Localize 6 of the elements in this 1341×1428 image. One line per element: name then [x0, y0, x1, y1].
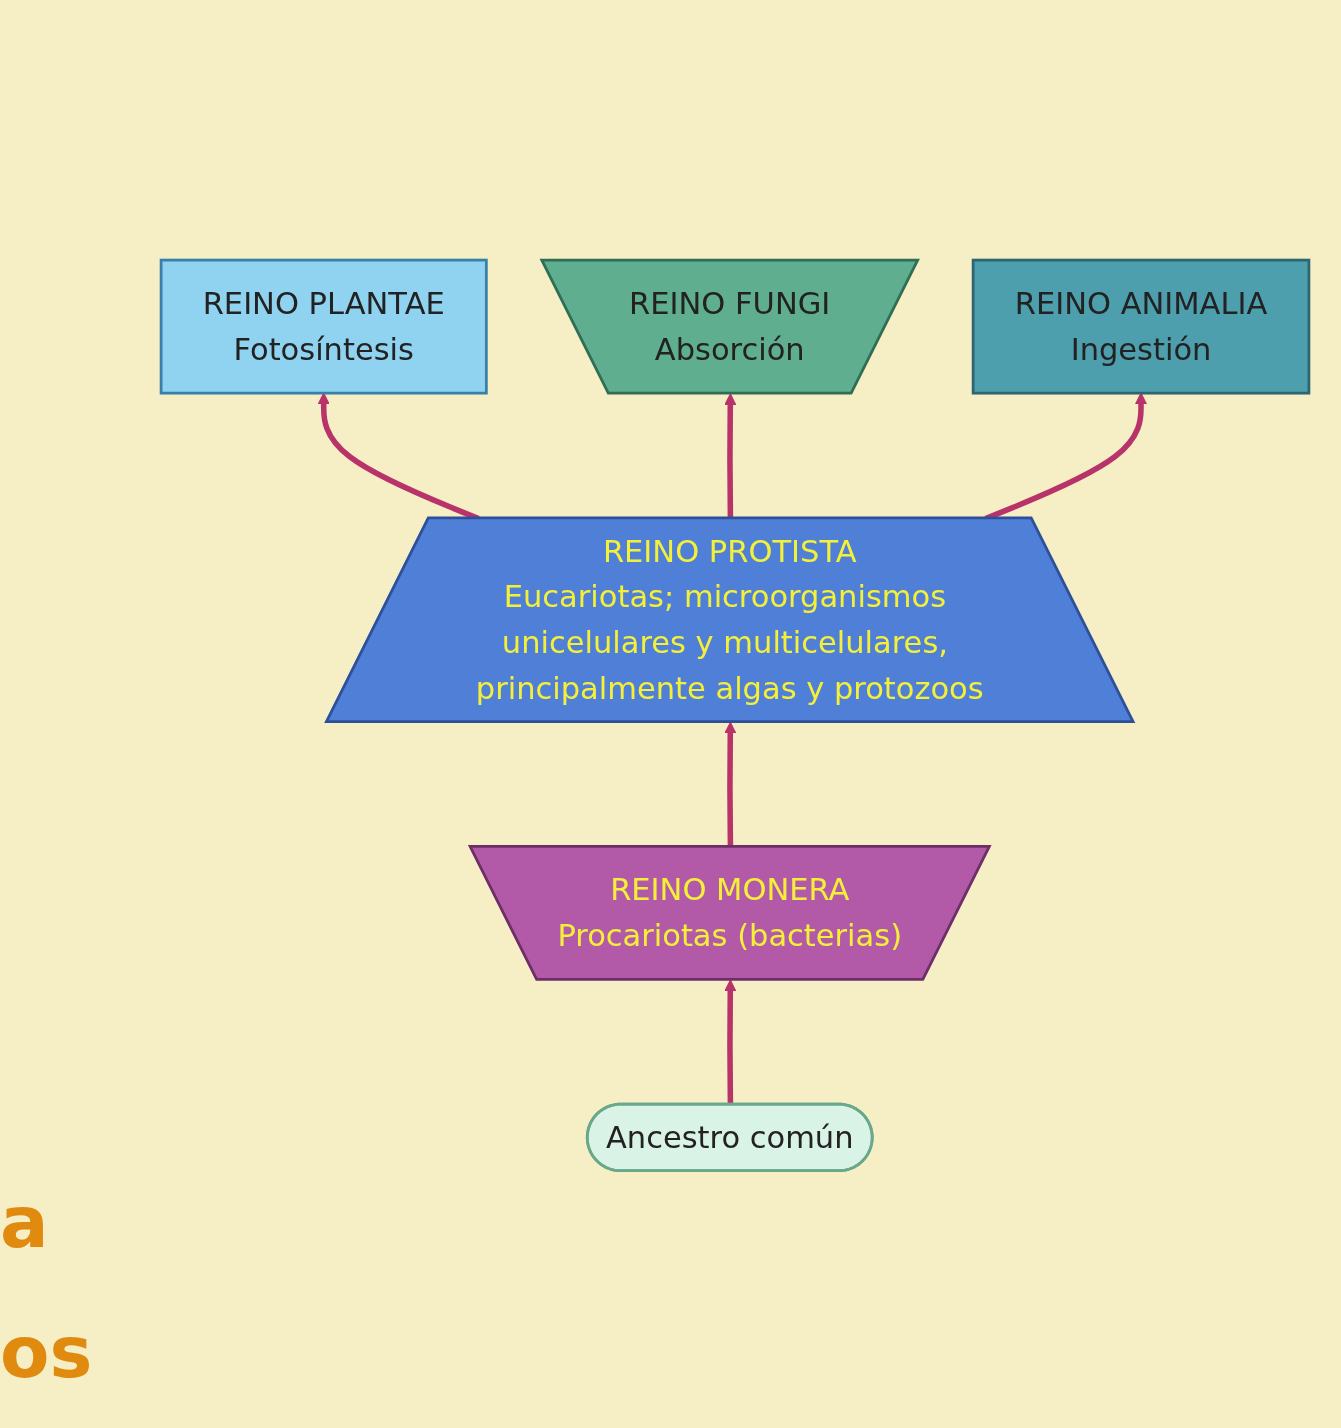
- node-box: REINO PLANTAE Fotosíntesis: [159, 258, 488, 395]
- arrow: [724, 721, 737, 847]
- node-box: REINO ANIMALIA Ingestión: [971, 258, 1311, 395]
- text-fragment: a: [0, 1180, 49, 1264]
- text-fragment: os: [0, 1310, 93, 1394]
- arrow: [724, 979, 737, 1105]
